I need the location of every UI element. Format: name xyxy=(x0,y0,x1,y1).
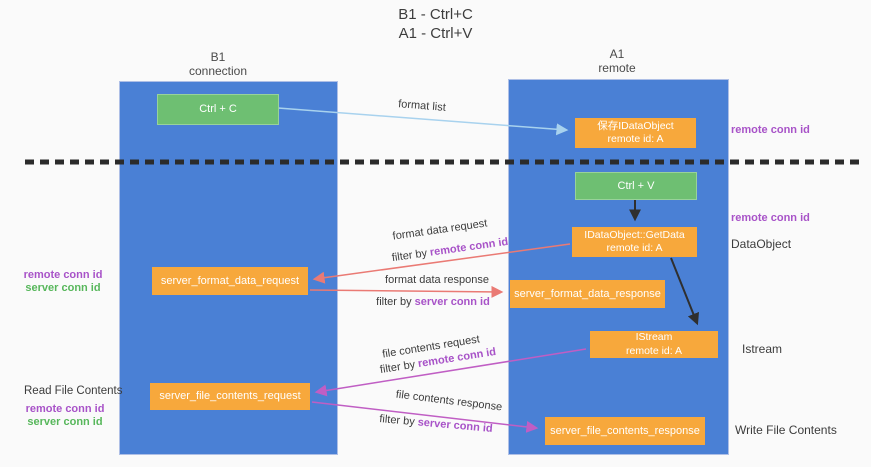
format-data-response-arrow xyxy=(309,285,504,298)
ctrl-c-box: Ctrl + C xyxy=(157,94,279,125)
getdata-line2: remote id: A xyxy=(606,242,663,254)
save-idataobject-box: 保存IDataObject remote id: A xyxy=(575,118,696,148)
istream-box: IStream remote id: A xyxy=(590,331,718,358)
server-file-contents-response-box: server_file_contents_response xyxy=(545,417,705,445)
filter-by-text: filter by xyxy=(379,358,417,377)
remote-conn-id-text: remote conn id xyxy=(731,212,810,224)
dataobject-annotation: DataObject xyxy=(731,237,791,251)
server-format-data-response-box: server_format_data_response xyxy=(510,280,665,308)
remote-conn-id-annotation-mid: remote conn id xyxy=(731,212,810,224)
diagram-title: B1 - Ctrl+C A1 - Ctrl+V xyxy=(0,6,871,44)
remote-conn-id-text: remote conn id xyxy=(23,269,103,281)
write-file-contents-annotation: Write File Contents xyxy=(735,423,837,437)
ctrl-v-box: Ctrl + V xyxy=(575,172,697,200)
server-conn-id-text: server conn id xyxy=(414,296,490,308)
lane-b1-role: connection xyxy=(188,64,248,79)
idataobject-getdata-box: IDataObject::GetData remote id: A xyxy=(572,227,697,257)
server-conn-id-text: server conn id xyxy=(417,416,494,435)
save-idataobject-line1: 保存IDataObject xyxy=(597,119,674,132)
format-data-response-text: format data response xyxy=(385,274,489,286)
read-file-contents-annotation: Read File Contents xyxy=(24,385,122,397)
conn-id-stack-bottom: remote conn id server conn id xyxy=(19,403,111,428)
file-request-label: server_file_contents_request xyxy=(159,390,301,403)
remote-conn-id-text: remote conn id xyxy=(25,403,105,415)
format-data-request-text: format data request xyxy=(391,217,489,243)
save-idataobject-line2: remote id: A xyxy=(607,133,664,145)
istream-line1: IStream xyxy=(635,331,673,344)
istream-annotation: Istream xyxy=(742,342,782,356)
remote-conn-id-text: remote conn id xyxy=(429,235,509,259)
title-line-2: A1 - Ctrl+V xyxy=(398,24,473,42)
dataobject-text: DataObject xyxy=(731,237,792,251)
istream-line2: remote id: A xyxy=(625,344,683,357)
lane-header-a1: A1 remote xyxy=(557,47,677,76)
lane-b1-name: B1 xyxy=(210,50,226,64)
ctrl-c-label: Ctrl + C xyxy=(199,103,237,116)
title-line-1: B1 - Ctrl+C xyxy=(398,6,473,23)
filter-by-text: filter by xyxy=(376,296,412,308)
file-response-label: server_file_contents_response xyxy=(550,424,700,437)
server-conn-id-text: server conn id xyxy=(27,415,103,428)
server-conn-id-text: server conn id xyxy=(25,281,101,294)
getdata-line1: IDataObject::GetData xyxy=(584,228,685,241)
lane-header-b1: B1 connection xyxy=(158,50,278,79)
format-list-text: format list xyxy=(397,98,447,114)
lane-a1-name: A1 xyxy=(609,47,625,61)
format-data-response-label: format data response xyxy=(385,274,489,286)
ctrl-v-label: Ctrl + V xyxy=(617,179,655,192)
format-list-label: format list xyxy=(398,98,446,114)
file-contents-response-label: file contents response xyxy=(395,389,503,414)
istream-text: Istream xyxy=(742,342,783,356)
filter-by-text: filter by xyxy=(391,247,428,265)
file-contents-response-text: file contents response xyxy=(395,388,503,414)
conn-id-stack-top: remote conn id server conn id xyxy=(17,269,109,294)
filter-by-text: filter by xyxy=(378,413,416,429)
remote-conn-id-text: remote conn id xyxy=(731,124,810,136)
write-file-contents-text: Write File Contents xyxy=(735,423,837,437)
remote-conn-id-annotation-top: remote conn id xyxy=(731,124,810,136)
format-response-label: server_format_data_response xyxy=(514,287,661,300)
server-file-contents-request-box: server_file_contents_request xyxy=(150,383,310,410)
read-file-contents-text: Read File Contents xyxy=(24,385,123,397)
format-request-label: server_format_data_request xyxy=(160,274,300,287)
server-format-data-request-box: server_format_data_request xyxy=(152,267,308,295)
lane-a1-role: remote xyxy=(598,61,636,76)
format-data-request-label: format data request xyxy=(392,217,488,242)
